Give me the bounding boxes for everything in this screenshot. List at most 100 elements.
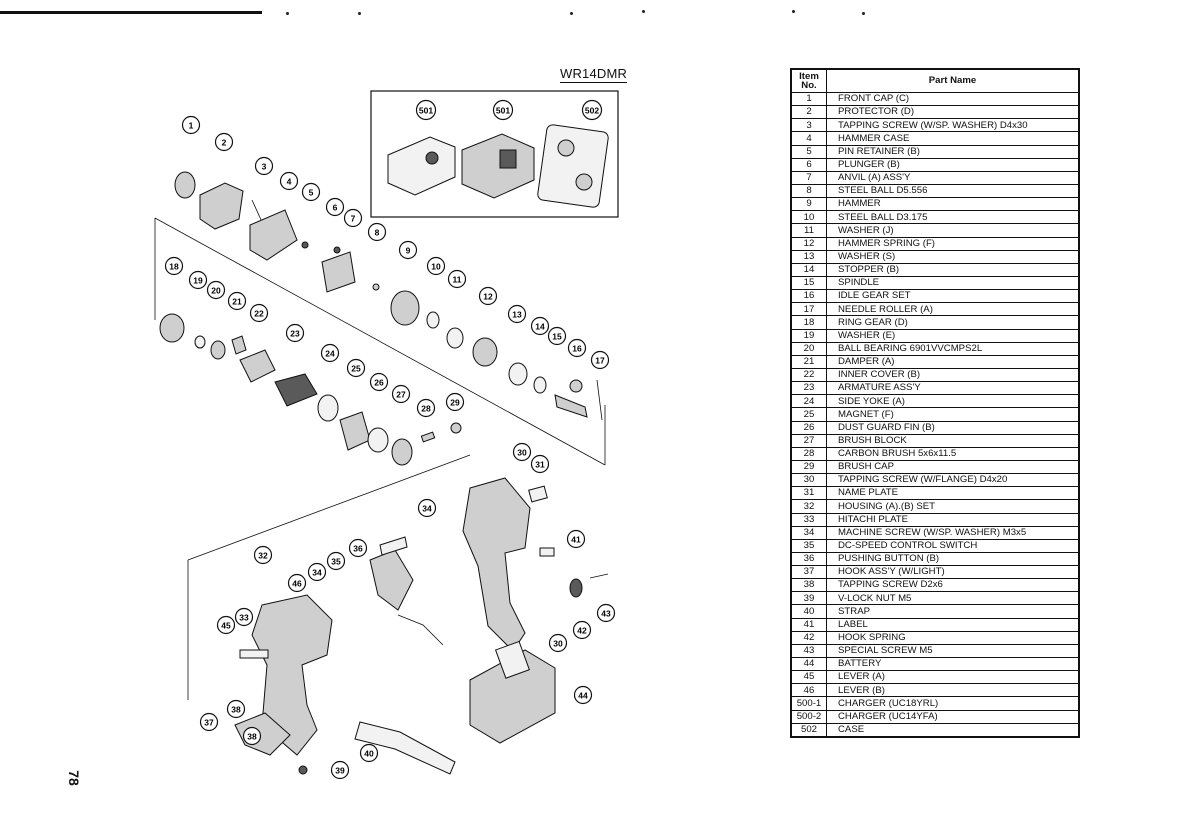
part-name-cell: ANVIL (A) ASS'Y xyxy=(826,170,1080,185)
part-name-cell: IDLE GEAR SET xyxy=(826,289,1080,304)
item-number-cell: 12 xyxy=(790,236,827,251)
speck-3 xyxy=(570,12,573,15)
item-number-cell: 25 xyxy=(790,407,827,422)
callout-label: 30 xyxy=(517,448,527,458)
callout-bubble: 3 xyxy=(254,156,274,176)
pin-retainer-icon xyxy=(301,241,309,249)
part-name-cell: MAGNET (F) xyxy=(826,407,1080,422)
item-number-cell: 31 xyxy=(790,486,827,501)
housing-a-icon xyxy=(251,594,333,756)
part-name-cell: INNER COVER (B) xyxy=(826,367,1080,383)
part-name-cell: DC-SPEED CONTROL SWITCH xyxy=(826,538,1080,553)
callout-bubble: 30 xyxy=(512,442,532,462)
v-lock-nut-icon xyxy=(298,765,308,775)
callout-bubble: 8 xyxy=(367,222,387,242)
item-number-cell: 44 xyxy=(790,657,827,672)
part-name-cell: MACHINE SCREW (W/SP. WASHER) M3x5 xyxy=(826,525,1080,540)
speed-switch-icon xyxy=(369,549,414,611)
ring-gear-icon xyxy=(159,313,185,343)
side-yoke-icon xyxy=(317,394,339,422)
top-rule xyxy=(0,11,262,14)
callout-label: 23 xyxy=(290,329,300,339)
speck-6 xyxy=(862,12,865,15)
callout-label: 43 xyxy=(601,609,611,619)
callout-label: 9 xyxy=(406,246,411,256)
callout-label: 1 xyxy=(189,121,194,131)
part-name-cell: LEVER (A) xyxy=(826,670,1080,685)
callout-bubble: 25 xyxy=(346,358,366,378)
item-number-cell: 8 xyxy=(790,183,827,199)
strap-icon xyxy=(354,721,456,775)
part-name-cell: HITACHI PLATE xyxy=(826,512,1080,527)
callout-bubble: 39 xyxy=(330,760,350,780)
inner-cover-icon xyxy=(239,349,276,383)
protector-icon xyxy=(199,182,244,230)
speck-1 xyxy=(286,12,289,15)
callout-label: 40 xyxy=(364,749,374,759)
washer-s-icon xyxy=(508,362,528,386)
front-cap-icon xyxy=(174,171,196,199)
exploded-parts-diagram: 1234567891011121314151617181920212223242… xyxy=(154,90,619,780)
part-name-cell: TAPPING SCREW (W/SP. WASHER) D4x30 xyxy=(826,118,1080,133)
charger-2-icon xyxy=(461,133,535,199)
callout-label: 4 xyxy=(287,177,292,187)
callout-label: 24 xyxy=(325,349,335,359)
callout-bubble: 24 xyxy=(320,343,340,363)
callout-bubble: 45 xyxy=(216,615,236,635)
hook-icon xyxy=(234,712,291,756)
part-name-cell: BRUSH CAP xyxy=(826,459,1080,475)
part-name-cell: WASHER (E) xyxy=(826,328,1080,343)
callout-bubble: 29 xyxy=(445,392,465,412)
item-number-cell: 45 xyxy=(790,670,827,685)
item-number-cell: 4 xyxy=(790,131,827,146)
callout-bubble: 44 xyxy=(573,685,593,705)
callout-label: 45 xyxy=(221,621,231,631)
hammer-spring-icon xyxy=(472,337,498,367)
part-name-cell: STOPPER (B) xyxy=(826,262,1080,277)
callout-bubble: 34 xyxy=(417,498,437,518)
part-name-cell: HOOK ASS'Y (W/LIGHT) xyxy=(826,565,1080,580)
item-number-cell: 7 xyxy=(790,170,827,185)
item-number-cell: 24 xyxy=(790,394,827,409)
part-name-cell: NAME PLATE xyxy=(826,486,1080,501)
callout-bubble: 501 xyxy=(492,99,514,121)
case-icon xyxy=(537,124,609,208)
part-name-cell: STRAP xyxy=(826,604,1080,619)
plunger-icon xyxy=(333,246,341,254)
callout-label: 11 xyxy=(453,275,462,285)
speck-2 xyxy=(358,12,361,15)
callout-bubble: 6 xyxy=(325,197,345,217)
label-icon xyxy=(539,547,555,557)
callout-bubble: 20 xyxy=(206,280,226,300)
callout-label: 501 xyxy=(496,106,510,116)
callout-bubble: 15 xyxy=(547,326,567,346)
callout-bubble: 2 xyxy=(214,132,234,152)
callout-bubble: 7 xyxy=(343,208,363,228)
callout-bubble: 36 xyxy=(348,538,368,558)
callout-label: 39 xyxy=(335,766,345,776)
callout-label: 30 xyxy=(553,639,563,649)
item-number-cell: 18 xyxy=(790,315,827,330)
item-number-cell: 30 xyxy=(790,473,827,488)
part-name-cell: FRONT CAP (C) xyxy=(826,91,1080,107)
callout-bubble: 38 xyxy=(242,726,262,746)
